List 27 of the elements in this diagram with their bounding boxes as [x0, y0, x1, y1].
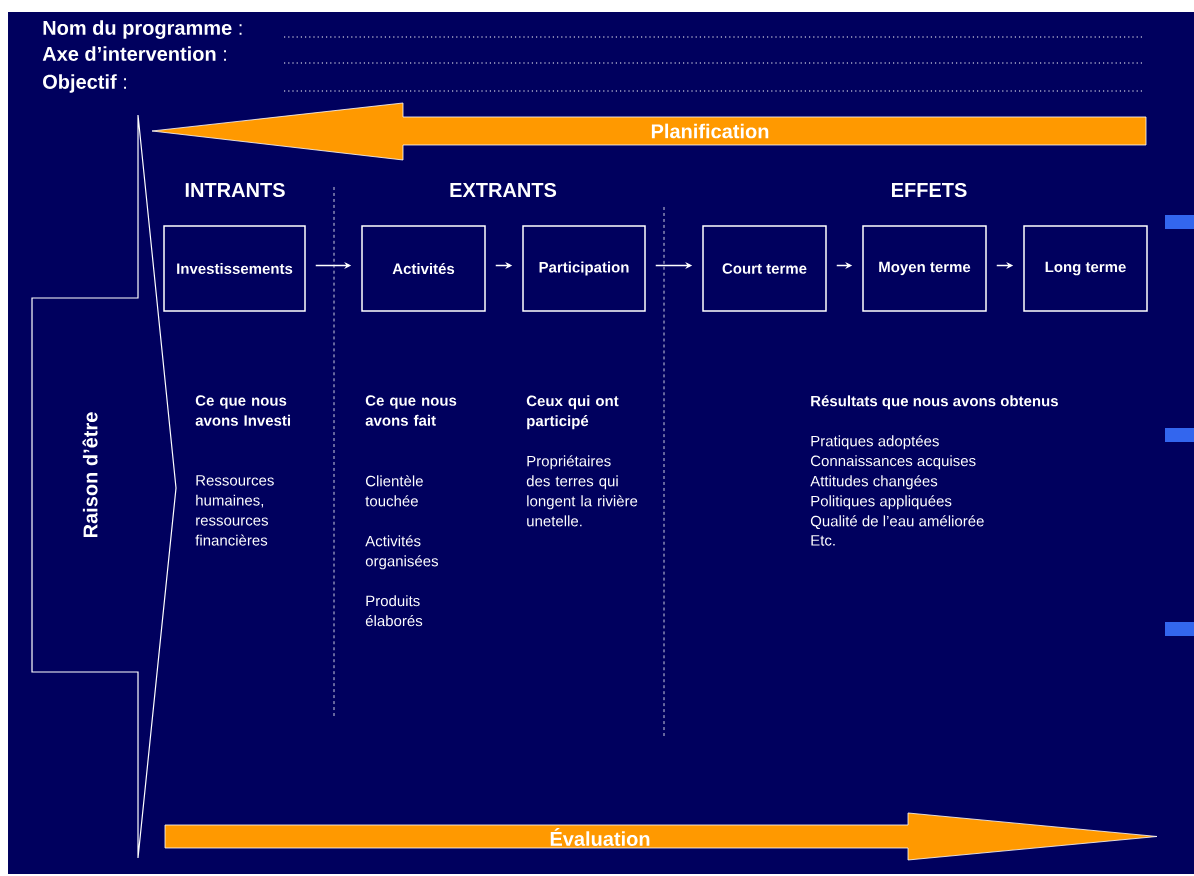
- process-box: Participation: [522, 225, 646, 312]
- column-heading: INTRANTS: [185, 182, 285, 198]
- list-item: Politiques appliquées: [811, 495, 952, 510]
- field-label: Axe d’intervention :: [42, 46, 226, 61]
- column-heading: EFFETS: [892, 182, 967, 198]
- list-item: Pratiques adoptées: [811, 435, 939, 450]
- list-item: Attitudes changées: [810, 475, 938, 490]
- field-label: Nom du programme :: [43, 20, 242, 39]
- column-heading: EXTRANTS: [450, 182, 557, 198]
- column-subheading: Ce que nous avons fait: [365, 395, 457, 426]
- body-text: Produits élaborés: [365, 595, 423, 627]
- list-item: Qualité de l’eau améliorée: [810, 515, 984, 530]
- list-item: Etc.: [811, 535, 835, 546]
- process-box: Moyen terme: [862, 225, 987, 312]
- process-box: Investissements: [163, 225, 306, 312]
- process-box: Long terme: [1023, 225, 1148, 312]
- field-label: Objectif :: [43, 74, 126, 93]
- body-text: Propriétaires des terres qui longent la rivière unetelle.: [526, 455, 638, 527]
- list-item: Connaissances acquises: [810, 455, 976, 470]
- column-subheading: Ce que nous avons Investi: [195, 395, 290, 426]
- process-box: Activités: [361, 225, 486, 312]
- process-box: Court terme: [702, 225, 827, 312]
- column-subheading: Ceux qui ont participé: [526, 395, 619, 430]
- body-text: Ressources humaines, ressources financières: [195, 475, 274, 546]
- body-text: Clientèle touchée: [365, 475, 423, 507]
- column-subheading: Résultats que nous avons obtenus: [811, 395, 1058, 410]
- body-text: Activités organisées: [365, 535, 438, 570]
